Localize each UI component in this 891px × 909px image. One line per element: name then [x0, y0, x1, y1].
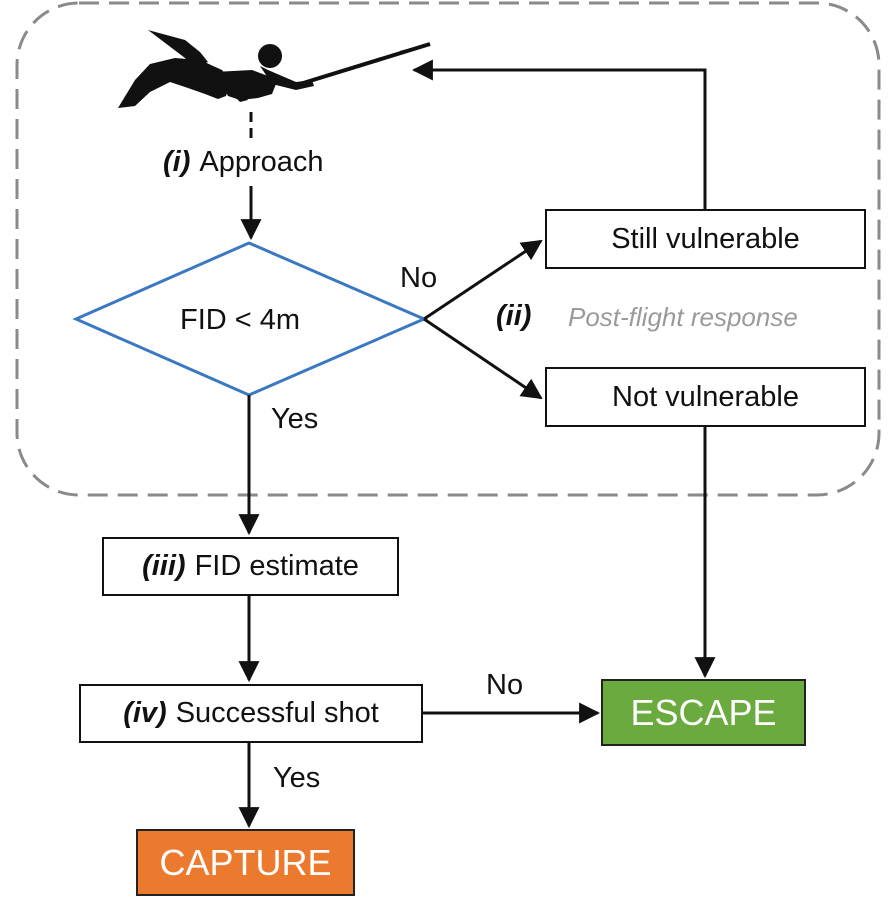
not-vulnerable-box: Not vulnerable [545, 367, 866, 427]
approach-number: (i) [163, 146, 191, 178]
fid-estimate-box: (iii)FID estimate [102, 537, 399, 596]
fid-estimate-text: FID estimate [194, 550, 359, 582]
pre-flight-region [15, 1, 881, 497]
arrow-to-not-vulnerable [423, 317, 543, 400]
successful-shot-box: (iv)Successful shot [79, 684, 423, 743]
escape-box: ESCAPE [601, 679, 806, 746]
approach-label: (i) Approach [163, 146, 324, 179]
spearfisher-silhouette-icon [118, 30, 431, 108]
approach-text: Approach [199, 146, 324, 178]
arrow-to-still-vulnerable [423, 239, 543, 321]
post-flight-num: (ii) [496, 300, 532, 332]
still-vulnerable-box: Still vulnerable [545, 209, 866, 269]
successful-shot-text: Successful shot [175, 697, 379, 729]
successful-shot-number: (iv) [123, 697, 167, 729]
post-flight-number: (ii) [496, 300, 540, 333]
capture-box: CAPTURE [136, 829, 355, 896]
shot-yes-label: Yes [273, 762, 321, 794]
shot-no-label: No [486, 669, 524, 701]
fid-estimate-number: (iii) [142, 550, 186, 582]
decision-no-label: No [400, 262, 438, 294]
arrow-loop-back [411, 59, 707, 209]
post-flight-text: Post-flight response [568, 302, 798, 332]
decision-yes-label: Yes [271, 403, 319, 435]
decision-text: FID < 4m [180, 304, 301, 336]
